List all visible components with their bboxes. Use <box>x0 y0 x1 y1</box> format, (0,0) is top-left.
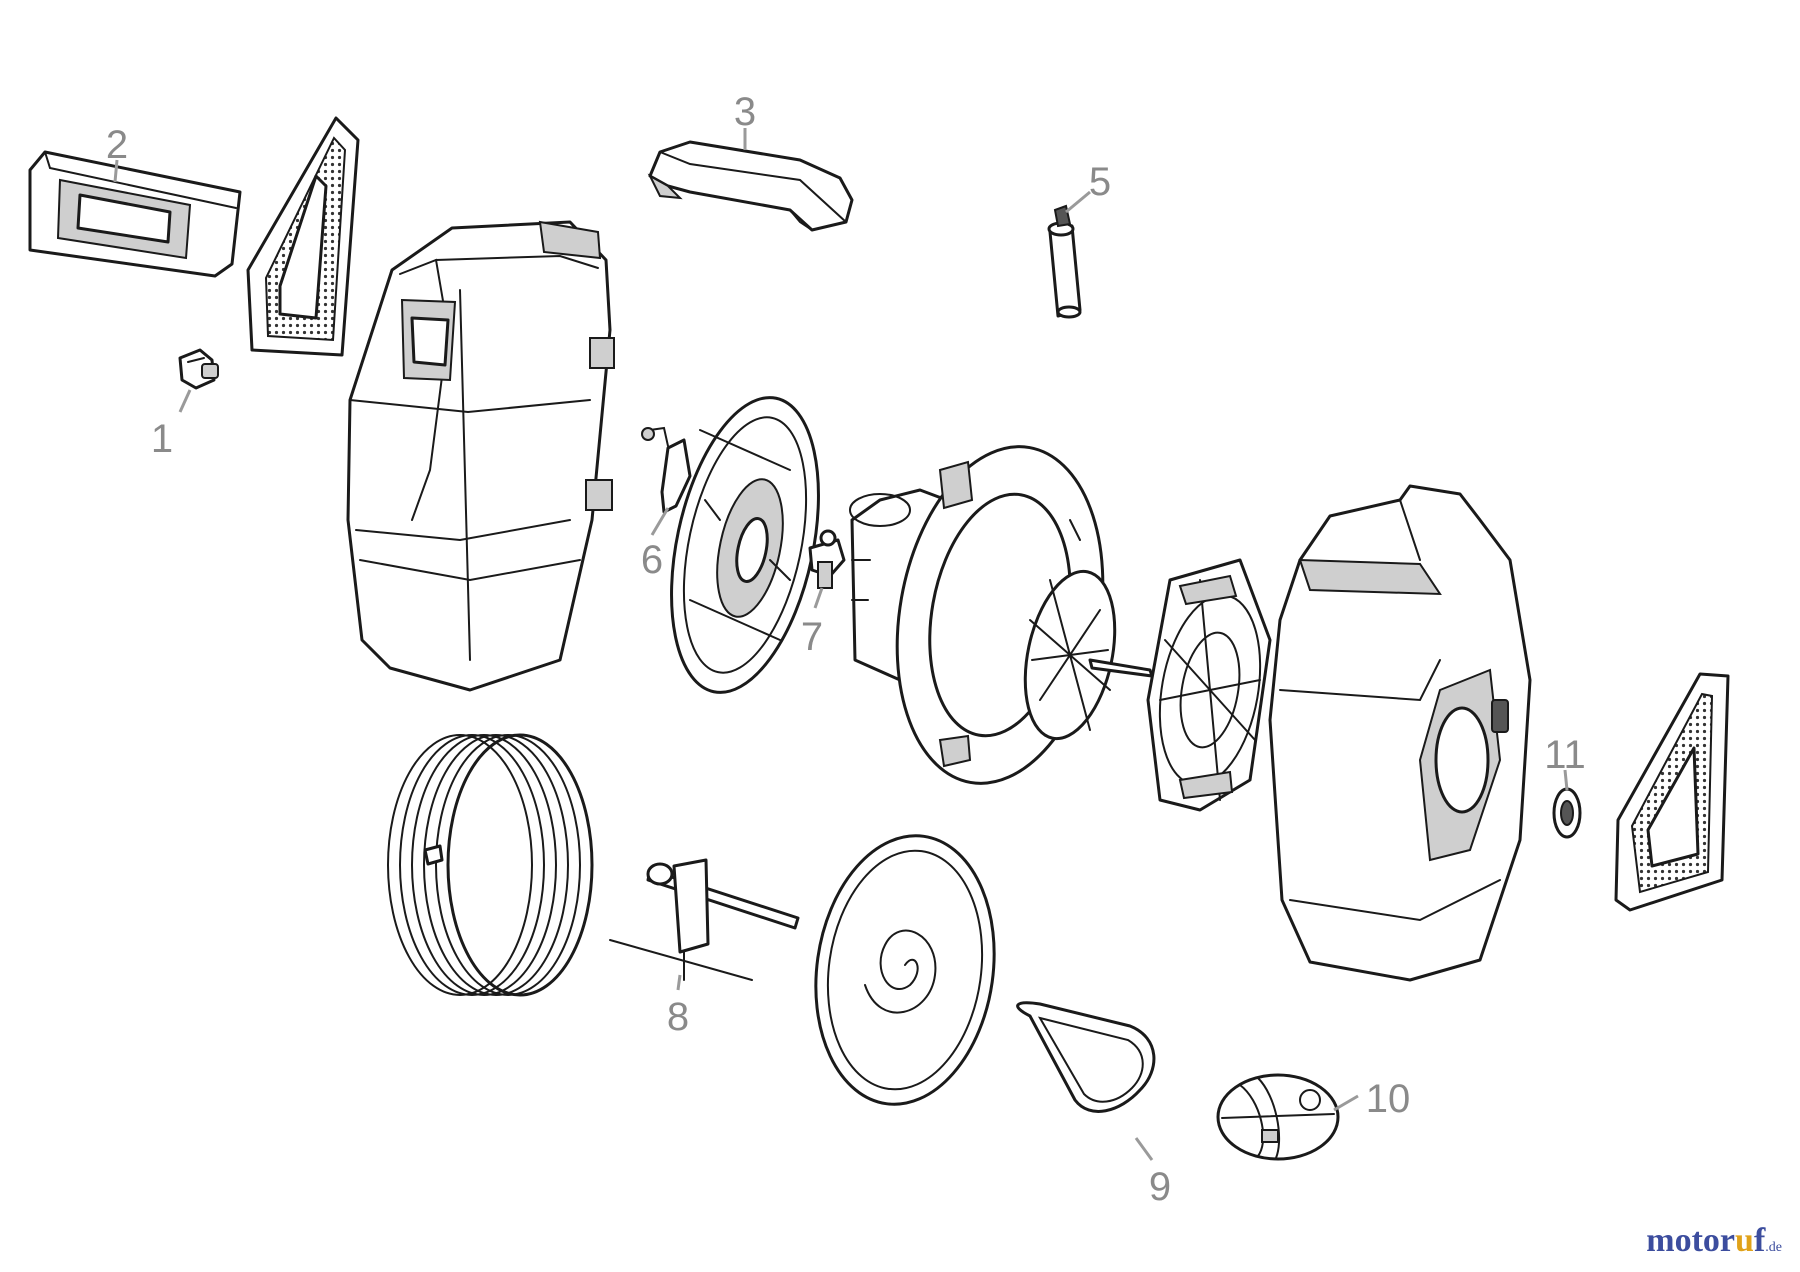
callout-6: 6 <box>641 538 663 582</box>
spring-disc <box>814 834 996 1106</box>
main-housing-left <box>346 220 615 692</box>
callout-9: 9 <box>1149 1165 1171 1209</box>
protective-grille <box>1146 558 1272 812</box>
part-3-handle <box>647 140 854 232</box>
part-11-knob <box>1552 787 1582 839</box>
callout-10: 10 <box>1366 1077 1411 1121</box>
callout-5: 5 <box>1089 160 1111 204</box>
part-6-clip <box>641 426 692 514</box>
callout-3: 3 <box>734 90 756 134</box>
callout-labels: 1 2 3 5 6 7 8 9 10 11 <box>106 90 1586 1209</box>
callout-8: 8 <box>667 995 689 1039</box>
brand-logo: motoruf.de <box>1646 1222 1782 1259</box>
callout-7: 7 <box>801 615 823 659</box>
leader-lines <box>113 128 1569 1161</box>
callout-2: 2 <box>106 123 128 167</box>
part-7-connector <box>808 529 846 589</box>
callout-11: 11 <box>1544 733 1586 777</box>
filter-screen-right <box>1614 672 1730 912</box>
part-8-axle <box>609 858 800 981</box>
hose-coil <box>387 733 594 997</box>
part-9-belt <box>1016 1001 1156 1113</box>
part-1-clip <box>178 348 219 390</box>
callout-1: 1 <box>151 417 173 461</box>
part-5-pin <box>1047 204 1082 319</box>
filter-screen-left <box>246 116 360 357</box>
fan-impeller <box>1023 569 1154 741</box>
part-10-ball <box>1216 1073 1340 1161</box>
part-2-front-cover <box>28 150 242 278</box>
main-housing-right <box>1268 484 1532 982</box>
